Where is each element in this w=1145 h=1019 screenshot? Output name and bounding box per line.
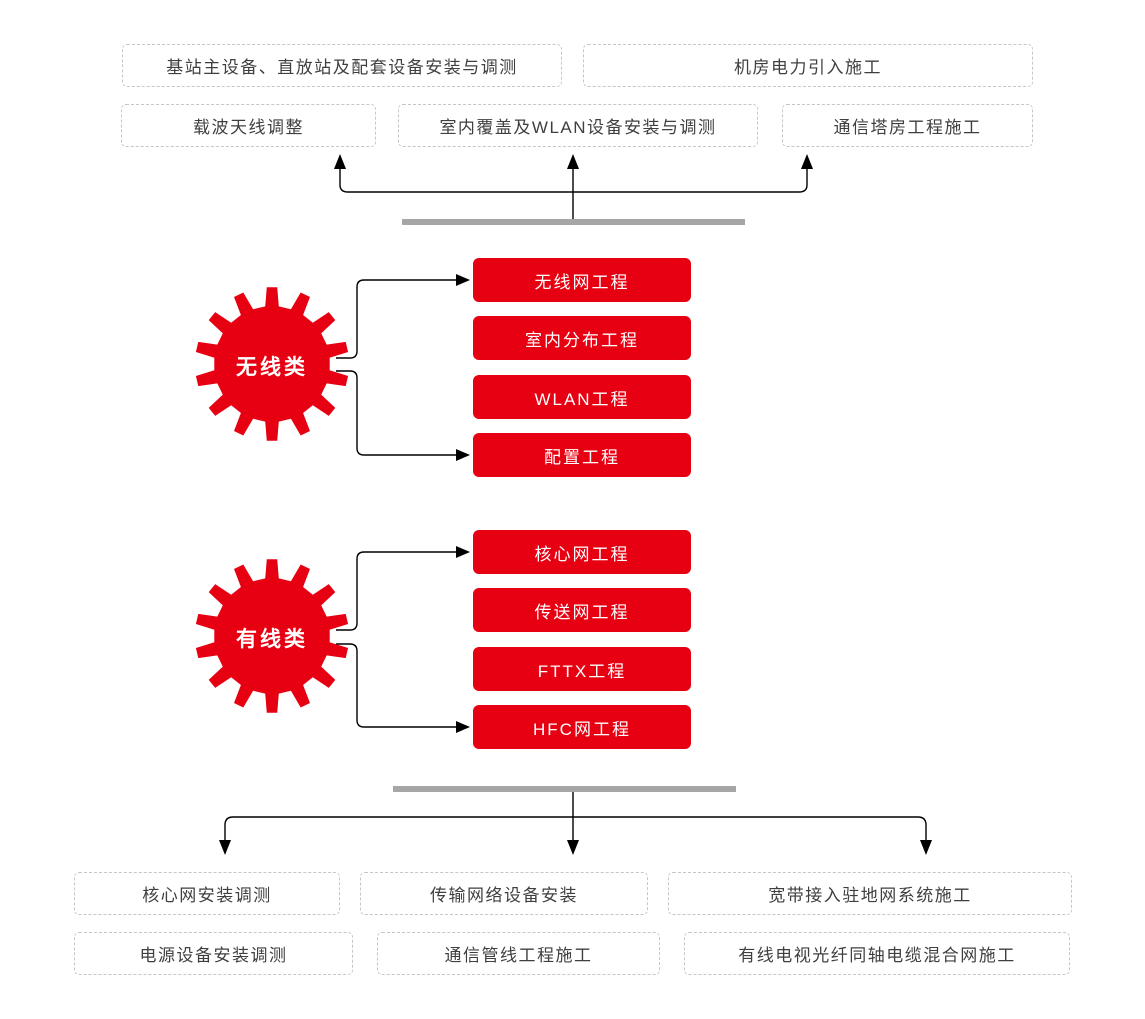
wired-branch-connector (336, 546, 470, 733)
arrow-down-right-icon (920, 840, 932, 855)
task-box-pipeline-works: 通信管线工程施工 (377, 932, 660, 975)
project-box-core-network: 核心网工程 (473, 530, 691, 574)
project-box-configuration: 配置工程 (473, 433, 691, 477)
arrow-up-middle-icon (567, 154, 579, 169)
project-box-wireless-network: 无线网工程 (473, 258, 691, 302)
top-branch-connector (334, 154, 813, 219)
task-box-transmission-equipment-install: 传输网络设备安装 (360, 872, 648, 915)
arrow-right-icon (456, 449, 470, 461)
task-box-base-station-equipment: 基站主设备、直放站及配套设备安装与调测 (122, 44, 562, 87)
task-box-carrier-antenna: 载波天线调整 (121, 104, 376, 147)
arrow-down-middle-icon (567, 840, 579, 855)
arrow-up-left-icon (334, 154, 346, 169)
project-box-wlan: WLAN工程 (473, 375, 691, 419)
arrow-up-right-icon (801, 154, 813, 169)
wireless-category-label: 无线类 (236, 356, 308, 379)
wired-category-label: 有线类 (236, 628, 308, 651)
arrow-right-icon (456, 721, 470, 733)
task-box-core-network-install: 核心网安装调测 (74, 872, 340, 915)
task-box-tower-room: 通信塔房工程施工 (782, 104, 1033, 147)
divider-bar-top (402, 219, 745, 225)
task-box-power-equipment-install: 电源设备安装调测 (74, 932, 353, 975)
bottom-branch-connector (219, 792, 932, 855)
project-box-indoor-distribution: 室内分布工程 (473, 316, 691, 360)
project-box-transport-network: 传送网工程 (473, 588, 691, 632)
wireless-branch-connector (336, 274, 470, 461)
project-box-hfc: HFC网工程 (473, 705, 691, 749)
project-box-fttx: FTTX工程 (473, 647, 691, 691)
task-box-catv-hfc-works: 有线电视光纤同轴电缆混合网施工 (684, 932, 1070, 975)
arrow-right-icon (456, 546, 470, 558)
task-box-power-lead-in: 机房电力引入施工 (583, 44, 1033, 87)
task-box-indoor-coverage-wlan: 室内覆盖及WLAN设备安装与调测 (398, 104, 758, 147)
divider-bar-bottom (393, 786, 736, 792)
task-box-broadband-access: 宽带接入驻地网系统施工 (668, 872, 1072, 915)
arrow-right-icon (456, 274, 470, 286)
arrow-down-left-icon (219, 840, 231, 855)
